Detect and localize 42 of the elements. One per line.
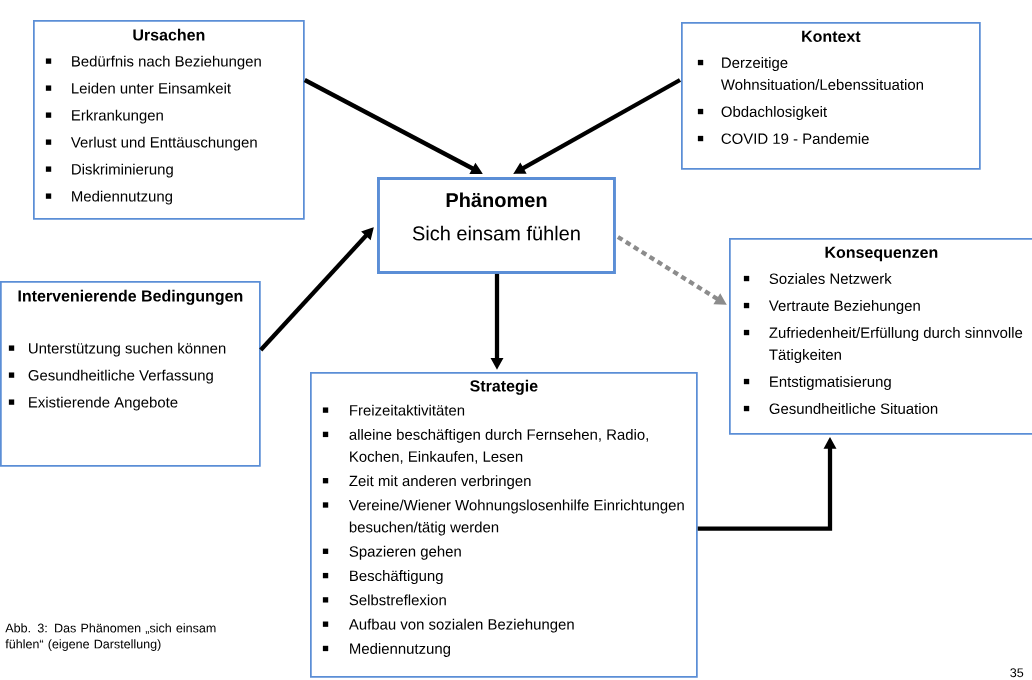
bullet-item: Vereine/Wiener Wohnungslosenhilfe Einrichtungen besuchen/tätig werden (322, 499, 684, 536)
list-box (33, 20, 305, 220)
box-heading: Kontext (802, 30, 861, 42)
box-heading: Intervenierende Bedingungen (18, 289, 243, 305)
bullet-item: COVID 19 - Pandemie (697, 133, 869, 144)
bullet-item: Leiden unter Einsamkeit (45, 82, 231, 94)
box-heading: Ursachen (133, 28, 205, 41)
bullet-item: Mediennutzung (45, 190, 172, 205)
bullet-item: Existierende Angebote (8, 396, 178, 411)
list-box (681, 22, 981, 170)
list-box (0, 281, 261, 467)
bullet-item: Aufbau von sozialen Beziehungen (322, 618, 574, 633)
bullet-item: Spazieren gehen (322, 545, 461, 560)
bullet-item: Gesundheitliche Verfassung (8, 369, 213, 384)
bullet-item: Entstigmatisierung (743, 376, 891, 390)
bullet-item: Gesundheitliche Situation (743, 403, 938, 414)
phenomenon-text: Sich einsam fühlen (412, 225, 580, 241)
bullet-item: Vertraute Beziehungen (743, 300, 920, 314)
list-box (310, 372, 698, 678)
bullet-item: Verlust und Enttäuschungen (45, 136, 257, 151)
bullet-item: Beschäftigung (322, 570, 443, 584)
box-heading: Konsequenzen (825, 246, 938, 262)
bullet-item: Derzeitige Wohnsituation/Lebenssituation (697, 57, 923, 90)
bullet-item: Zufriedenheit/Erfüllung durch sinnvolle Tätigkeiten (743, 327, 1023, 363)
box-heading: Strategie (470, 379, 538, 395)
bullet-item: Mediennutzung (322, 643, 450, 657)
phenomenon-box (377, 177, 616, 274)
bullet-item: Diskriminierung (45, 163, 173, 178)
bullet-item: Bedürfnis nach Beziehungen (45, 55, 261, 70)
bullet-item: Selbstreflexion (322, 594, 446, 606)
bullet-item: Zeit mit anderen verbringen (322, 475, 531, 490)
list-box (729, 238, 1032, 435)
bullet-item: Freizeitaktivitäten (322, 404, 465, 416)
bullet-item: Unterstützung suchen können (8, 342, 226, 357)
bullet-item: Erkrankungen (45, 109, 163, 124)
page-number: 35 (1010, 668, 1024, 678)
bullet-item: alleine beschäftigen durch Fernsehen, Radio, Kochen, Einkaufen, Lesen (322, 428, 648, 464)
caption: Abb. 3: Das Phänomen „sich einsam fühlen“ (eigene Darstellung) (5, 623, 216, 651)
bullet-item: Soziales Netzwerk (743, 273, 892, 284)
phenomenon-heading: Phänomen (446, 192, 547, 208)
bullet-item: Obdachlosigkeit (697, 106, 827, 120)
arrow (259, 227, 374, 352)
